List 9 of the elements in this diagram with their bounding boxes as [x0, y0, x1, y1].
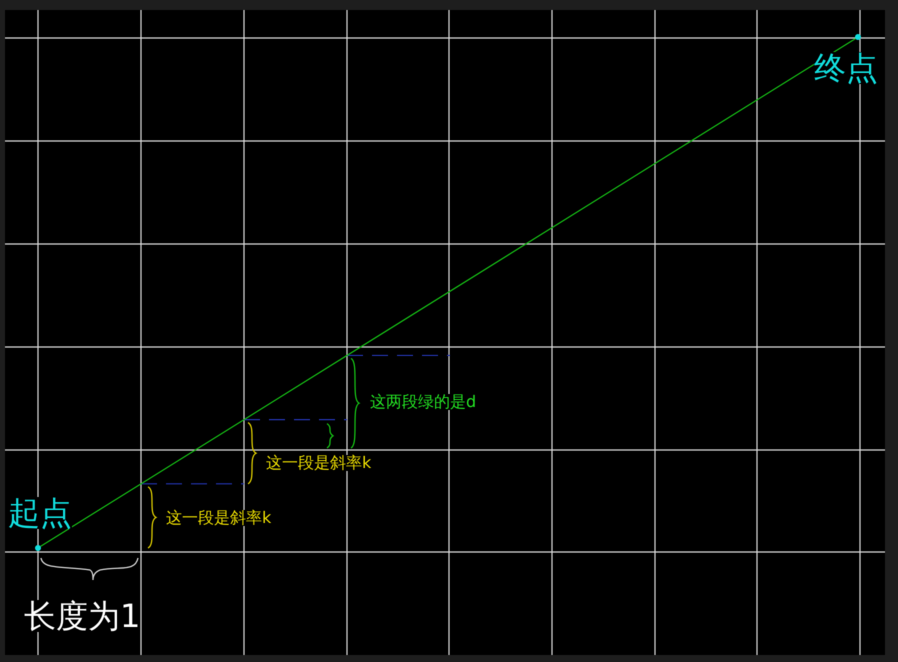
annotation-text: 这一段是斜率k — [166, 510, 272, 526]
point-label: 起点 — [8, 497, 72, 529]
point-label: 终点 — [814, 52, 878, 84]
length-label: 长度为1 — [24, 600, 140, 632]
line-segment — [40, 38, 856, 547]
endpoint-dot — [35, 545, 41, 551]
annotation-text: 这一段是斜率k — [266, 455, 372, 471]
endpoint-dot — [855, 34, 861, 40]
annotation-text: 这两段绿的是d — [370, 394, 476, 410]
